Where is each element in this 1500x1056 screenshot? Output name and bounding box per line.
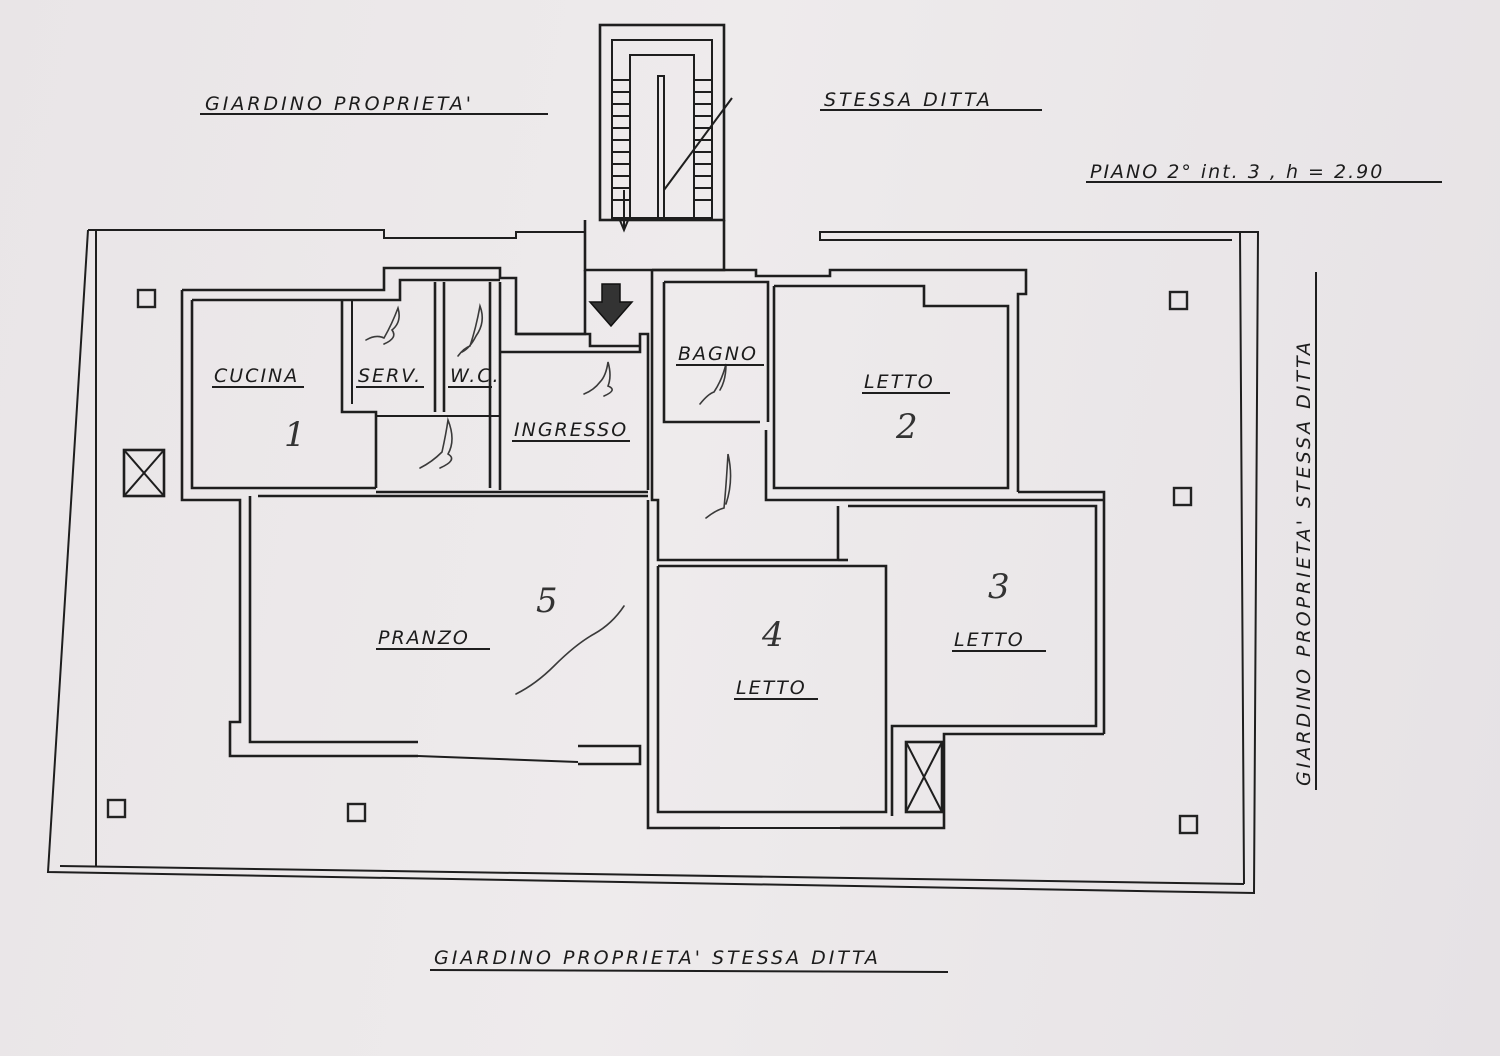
handwritten-number-5: 5 bbox=[536, 581, 558, 621]
bottom-edge-label: GIARDINO PROPRIETA' STESSA DITTA bbox=[434, 947, 881, 969]
pillar bbox=[106, 798, 127, 819]
room-label-pranzo: PRANZO bbox=[378, 627, 470, 649]
handwritten-number-4: 4 bbox=[761, 615, 784, 655]
pillar bbox=[346, 802, 367, 823]
staircase bbox=[598, 23, 733, 233]
entrance-arrow-icon bbox=[588, 283, 634, 328]
handwritten-number-1: 1 bbox=[284, 415, 306, 455]
right-edge-label: GIARDINO PROPRIETA' STESSA DITTA bbox=[1293, 339, 1315, 786]
pillar bbox=[1178, 814, 1199, 835]
terrace-boundary bbox=[46, 229, 1260, 895]
floor-info-label: PIANO 2° int. 3 , h = 2.90 bbox=[1090, 161, 1384, 183]
top-right-label: STESSA DITTA bbox=[824, 89, 993, 111]
room-label-serv: SERV. bbox=[358, 365, 422, 387]
room-label-bagno: BAGNO bbox=[678, 343, 758, 365]
apartment-walls bbox=[122, 266, 1106, 830]
pillars bbox=[106, 288, 1199, 835]
pillar bbox=[136, 288, 157, 309]
pillar bbox=[1172, 486, 1193, 507]
room-label-letto3: LETTO bbox=[954, 629, 1025, 651]
room-label-letto4: LETTO bbox=[736, 677, 807, 699]
room-label-cucina: CUCINA bbox=[214, 365, 299, 387]
handwritten-marks bbox=[365, 303, 732, 695]
handwritten-number-3: 3 bbox=[988, 567, 1010, 607]
pillar bbox=[1168, 290, 1189, 311]
handwritten-number-2: 2 bbox=[895, 407, 918, 447]
top-left-label: GIARDINO PROPRIETA' bbox=[205, 93, 474, 115]
room-label-ingresso: INGRESSO bbox=[514, 419, 628, 441]
room-label-letto2: LETTO bbox=[864, 371, 935, 393]
room-label-wc: W.C. bbox=[450, 365, 501, 387]
